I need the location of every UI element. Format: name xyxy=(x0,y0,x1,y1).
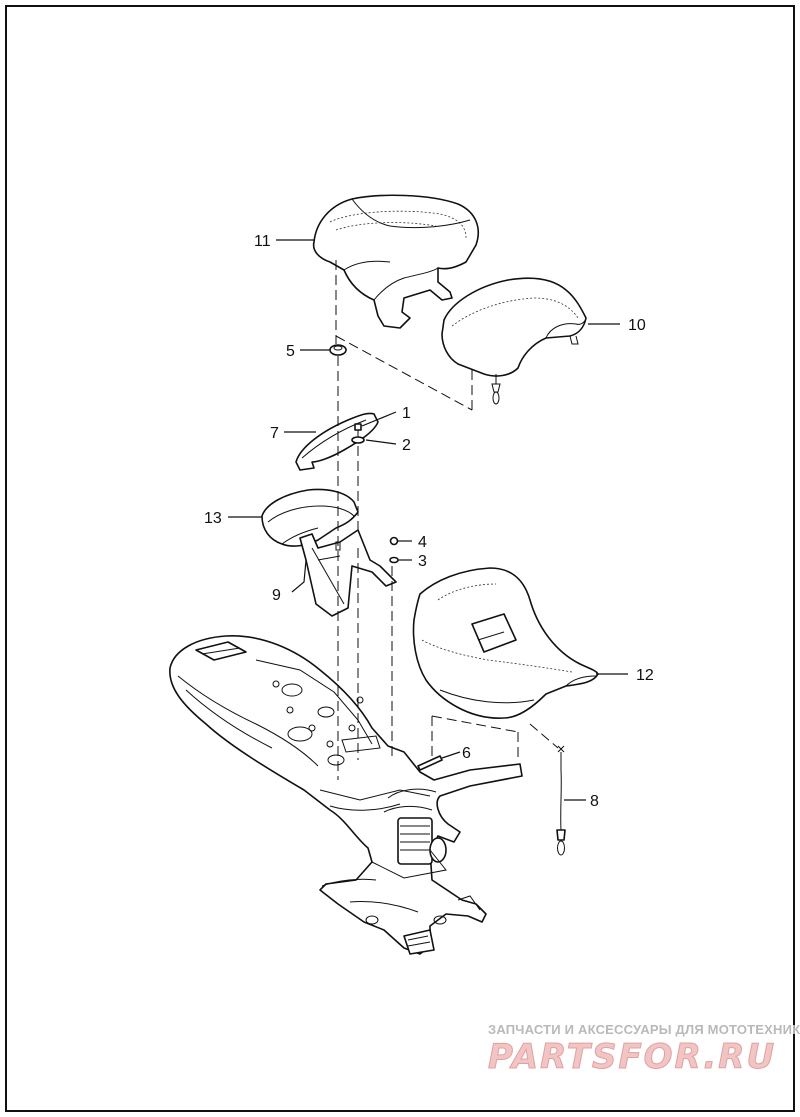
part-2-washer xyxy=(351,436,365,444)
callout-3: 3 xyxy=(418,553,427,570)
part-12-solo-seat xyxy=(412,567,599,719)
callout-2: 2 xyxy=(402,437,411,454)
part-11-passenger-seat xyxy=(312,194,480,329)
part-13-passenger-pillion xyxy=(261,488,359,547)
callout-11: 11 xyxy=(254,233,271,250)
callout-7: 7 xyxy=(270,425,279,442)
diagram-border xyxy=(5,5,795,1112)
callout-labels: 11 10 5 1 7 2 13 4 3 9 12 6 8 xyxy=(204,233,654,810)
part-7-grab-strap xyxy=(295,412,379,471)
callout-12: 12 xyxy=(636,667,654,684)
callout-13: 13 xyxy=(204,510,222,527)
callout-6: 6 xyxy=(462,745,471,762)
callout-9: 9 xyxy=(272,587,281,604)
watermark-logo: PARTSFOR.RU xyxy=(488,1037,776,1077)
callout-1: 1 xyxy=(402,405,411,422)
part-9-pillion-bracket xyxy=(299,529,397,617)
callout-leaders xyxy=(228,239,628,801)
callout-5: 5 xyxy=(286,343,295,360)
part-5-grommet xyxy=(329,344,347,356)
part-8-seat-tether-cable xyxy=(556,745,566,856)
callout-8: 8 xyxy=(590,793,599,810)
watermark-tagline: ЗАПЧАСТИ И АКСЕССУАРЫ ДЛЯ МОТОТЕХНИКИ xyxy=(488,1022,800,1037)
part-10-rider-seat xyxy=(441,277,587,405)
assembly-lines xyxy=(335,260,559,780)
callout-10: 10 xyxy=(628,317,646,334)
watermark: ЗАПЧАСТИ И АКСЕССУАРЫ ДЛЯ МОТОТЕХНИКИ PA… xyxy=(488,1022,800,1078)
callout-4: 4 xyxy=(418,534,427,551)
frame-and-fender xyxy=(169,635,523,955)
part-6-strap xyxy=(417,755,443,771)
part-4-nut xyxy=(389,536,399,546)
part-3-washer xyxy=(389,556,399,564)
